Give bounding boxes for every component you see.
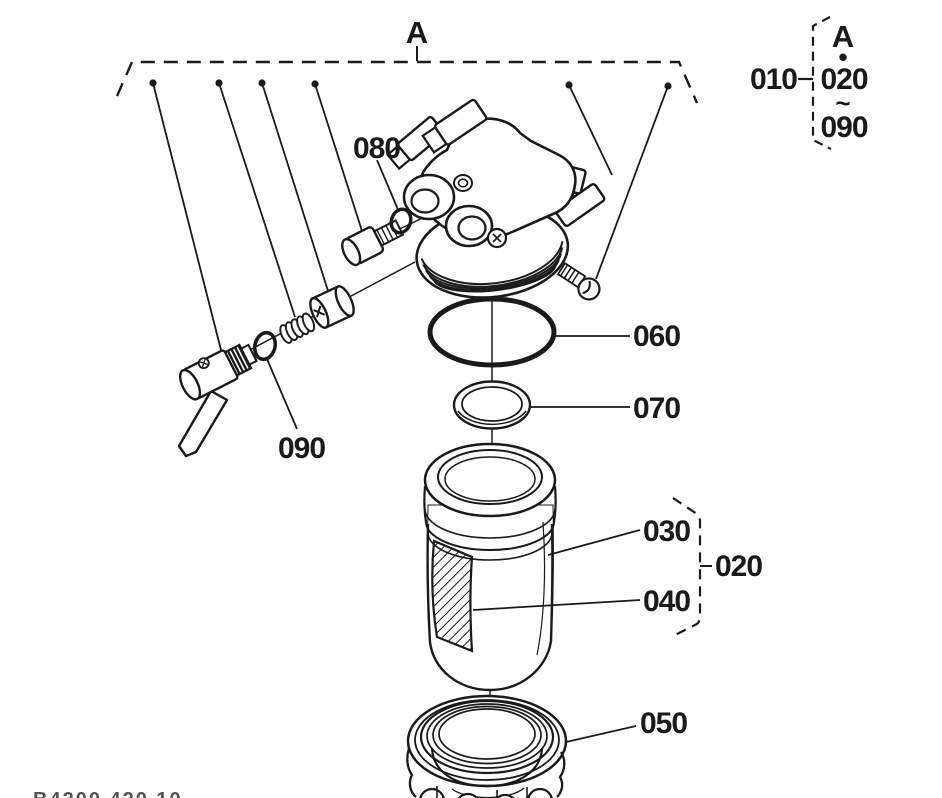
part-label-050: 050	[640, 707, 687, 740]
drain-spring	[279, 312, 316, 344]
filter-bowl	[423, 442, 557, 692]
group-020-bracket	[672, 497, 712, 636]
footer-figure-code: B4200 420 10	[33, 789, 183, 798]
callout-leader-lines	[152, 82, 669, 351]
legend-bracket	[811, 16, 832, 150]
o-ring-080	[389, 207, 413, 235]
part-label-080: 080	[353, 132, 400, 165]
o-ring-060	[427, 296, 557, 368]
head-ports	[402, 173, 508, 249]
label-leader-lines	[266, 159, 641, 743]
part-label-070: 070	[633, 392, 680, 425]
legend-010-block: 010 A • 020 ~ 090	[750, 16, 869, 150]
part-label-060: 060	[633, 320, 680, 353]
assembly-a-bracket: A	[115, 15, 699, 104]
o-ring-090	[252, 330, 278, 362]
head-inlet-nipples	[386, 98, 488, 171]
legend-marker-a: A	[832, 19, 854, 54]
joint-bolt-080	[341, 219, 405, 267]
part-label-020: 020	[715, 550, 762, 583]
legend-ref-010: 010	[750, 63, 797, 96]
mounting-screw	[556, 262, 601, 301]
legend-range-separator: ~	[835, 88, 850, 118]
part-label-040: 040	[643, 585, 690, 618]
legend-bullet: •	[838, 42, 847, 72]
filter-element-hatch	[431, 539, 474, 653]
legend-range-end: 090	[820, 111, 867, 144]
assembly-a-label: A	[406, 15, 428, 50]
seal-ring-070	[452, 380, 532, 430]
legend-range-start: 020	[820, 63, 867, 96]
ring-nut	[406, 694, 568, 798]
part-label-030: 030	[643, 515, 690, 548]
drain-cock-body	[178, 343, 258, 401]
part-label-090: 090	[278, 432, 325, 465]
drain-bushing	[309, 284, 355, 330]
drain-cock-lever	[177, 389, 229, 458]
callout-dots	[149, 79, 672, 90]
